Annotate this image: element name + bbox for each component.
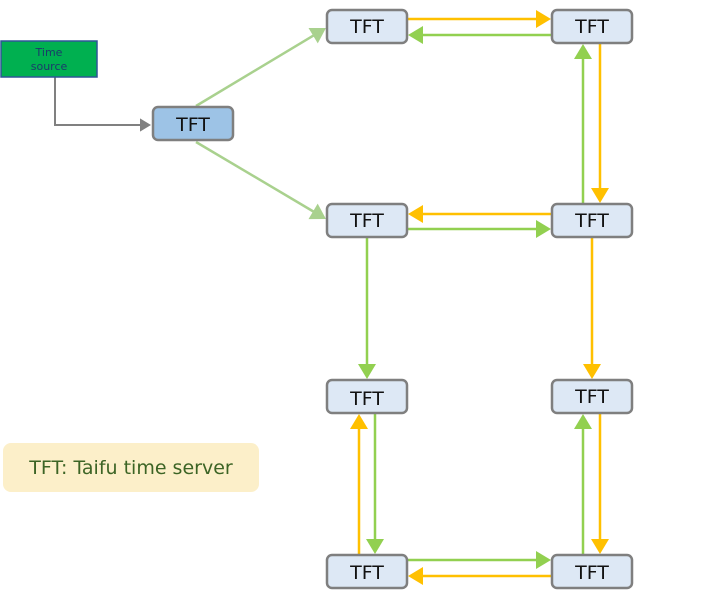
- edge-n1-to-n2: [408, 10, 551, 28]
- tft-node-7-box: [325, 553, 409, 590]
- tft-node-8-box: [550, 553, 634, 590]
- tft-node-1-label: TFT: [349, 16, 384, 38]
- edge-n3-to-n4: [408, 220, 551, 238]
- tft-node-root-label: TFT: [175, 114, 210, 136]
- arrowhead-icon: [408, 567, 423, 585]
- edge-root-to-n1: [195, 28, 326, 108]
- arrowhead-icon: [574, 44, 592, 59]
- tft-node-1-box: [325, 8, 409, 45]
- arrowhead-icon: [358, 364, 376, 379]
- edge-n2-to-n1: [408, 26, 551, 44]
- tft-node-2-box: [550, 8, 634, 45]
- edge-line: [195, 33, 316, 108]
- legend-text: TFT: Taifu time server: [29, 456, 233, 479]
- tft-node-4-box: [550, 202, 634, 239]
- arrowhead-icon: [408, 26, 423, 44]
- edge-root-to-n3: [195, 140, 326, 220]
- tft-node-4-label: TFT: [574, 210, 609, 232]
- tft-node-7-label: TFT: [349, 562, 384, 584]
- edge-n7-to-n8: [408, 551, 551, 569]
- edge-line: [195, 140, 316, 214]
- arrowhead-icon: [583, 364, 601, 379]
- edge-n3-to-n5: [358, 238, 376, 379]
- arrowhead-icon: [308, 28, 326, 44]
- edge-n5-to-n7: [366, 414, 384, 554]
- arrowhead-icon: [574, 414, 592, 429]
- tft-node-8[interactable]: TFT: [550, 553, 634, 590]
- tft-node-root[interactable]: TFT: [151, 105, 235, 142]
- arrowhead-icon: [536, 10, 551, 28]
- edge-line: [54, 77, 142, 126]
- edge-n4-to-n3: [408, 205, 551, 223]
- time-source-label-line2: source: [31, 60, 68, 73]
- tft-node-2[interactable]: TFT: [550, 8, 634, 45]
- edge-n4-to-n6: [583, 238, 601, 379]
- tft-node-6-label: TFT: [574, 386, 609, 408]
- arrowhead-icon: [591, 539, 609, 554]
- tft-node-root-box: [151, 105, 235, 142]
- edges-layer: [54, 10, 609, 585]
- tft-node-8-label: TFT: [574, 562, 609, 584]
- legend-box: TFT: Taifu time server: [3, 443, 259, 492]
- tft-node-6-box: [550, 378, 634, 415]
- edge-time_source-to-root: [54, 77, 151, 132]
- tft-node-4[interactable]: TFT: [550, 202, 634, 239]
- edge-n4-to-n2: [574, 44, 592, 203]
- tft-node-3-box: [325, 202, 409, 239]
- arrowhead-icon: [591, 188, 609, 203]
- tft-node-2-label: TFT: [574, 16, 609, 38]
- arrowhead-icon: [408, 205, 423, 223]
- arrowhead-icon: [536, 551, 551, 569]
- tft-node-5[interactable]: TFT: [325, 378, 409, 415]
- edge-n6-to-n8: [591, 414, 609, 554]
- tft-node-3[interactable]: TFT: [325, 202, 409, 239]
- edge-n8-to-n6: [574, 414, 592, 554]
- time-source-box: [0, 40, 98, 78]
- arrowhead-icon: [536, 220, 551, 238]
- edge-n2-to-n4: [591, 44, 609, 203]
- time-source-label-line1: Time: [35, 46, 63, 59]
- tft-node-5-label: TFT: [349, 388, 384, 410]
- arrowhead-icon: [366, 539, 384, 554]
- arrowhead-icon: [140, 118, 151, 132]
- tft-node-1[interactable]: TFT: [325, 8, 409, 45]
- tft-node-5-box: [325, 378, 409, 415]
- tft-node-3-label: TFT: [349, 210, 384, 232]
- edge-n7-to-n5: [350, 414, 368, 554]
- arrowhead-icon: [308, 203, 326, 220]
- tft-node-6[interactable]: TFT: [550, 378, 634, 415]
- edge-n8-to-n7: [408, 567, 551, 585]
- arrowhead-icon: [350, 414, 368, 429]
- tft-node-7[interactable]: TFT: [325, 553, 409, 590]
- time-source-node[interactable]: Time source: [0, 40, 98, 78]
